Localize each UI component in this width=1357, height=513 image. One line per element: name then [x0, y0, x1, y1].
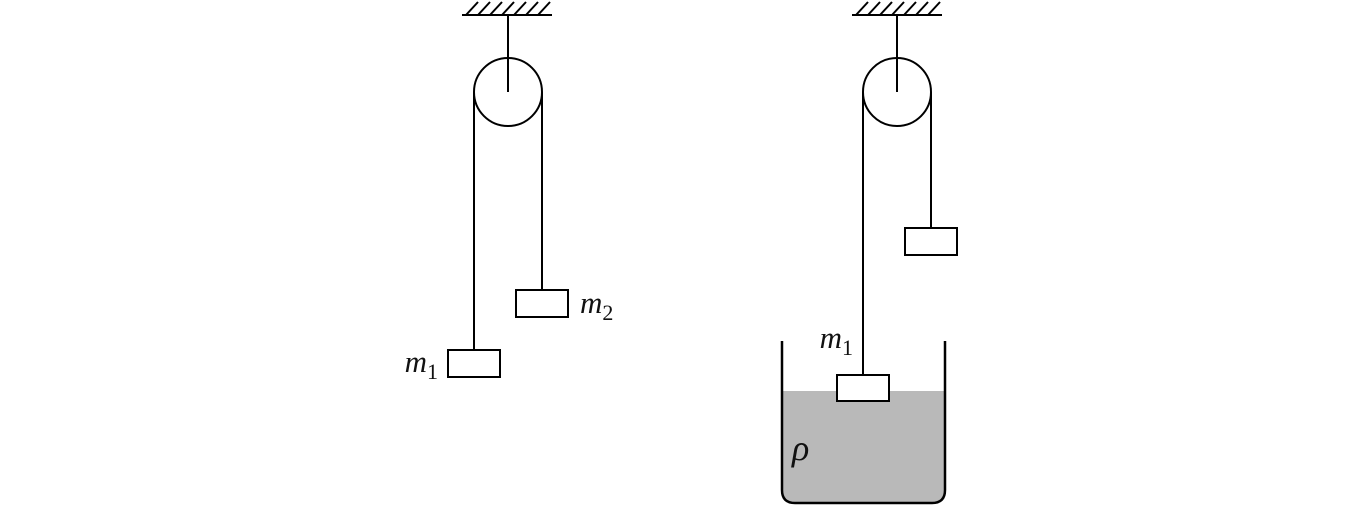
mass-m1-label-right: m1: [820, 320, 853, 360]
beaker-outline: [780, 341, 947, 505]
mass-m2-box: [515, 289, 569, 318]
ceiling-hatch-left: [462, 1, 552, 16]
liquid-fill: [783, 391, 944, 502]
mass-m1-box-left: [447, 349, 501, 378]
density-label: ρ: [791, 428, 809, 468]
left-pulley-system: m1 m2: [405, 1, 613, 384]
hanging-mass-box: [904, 227, 958, 256]
ceiling-hatch-right: [852, 1, 942, 16]
right-pulley-system: m1 ρ: [780, 1, 958, 505]
mass-m1-label-left: m1: [405, 344, 438, 384]
mass-m2-label: m2: [580, 285, 613, 325]
mass-m1-box-right: [836, 374, 890, 402]
